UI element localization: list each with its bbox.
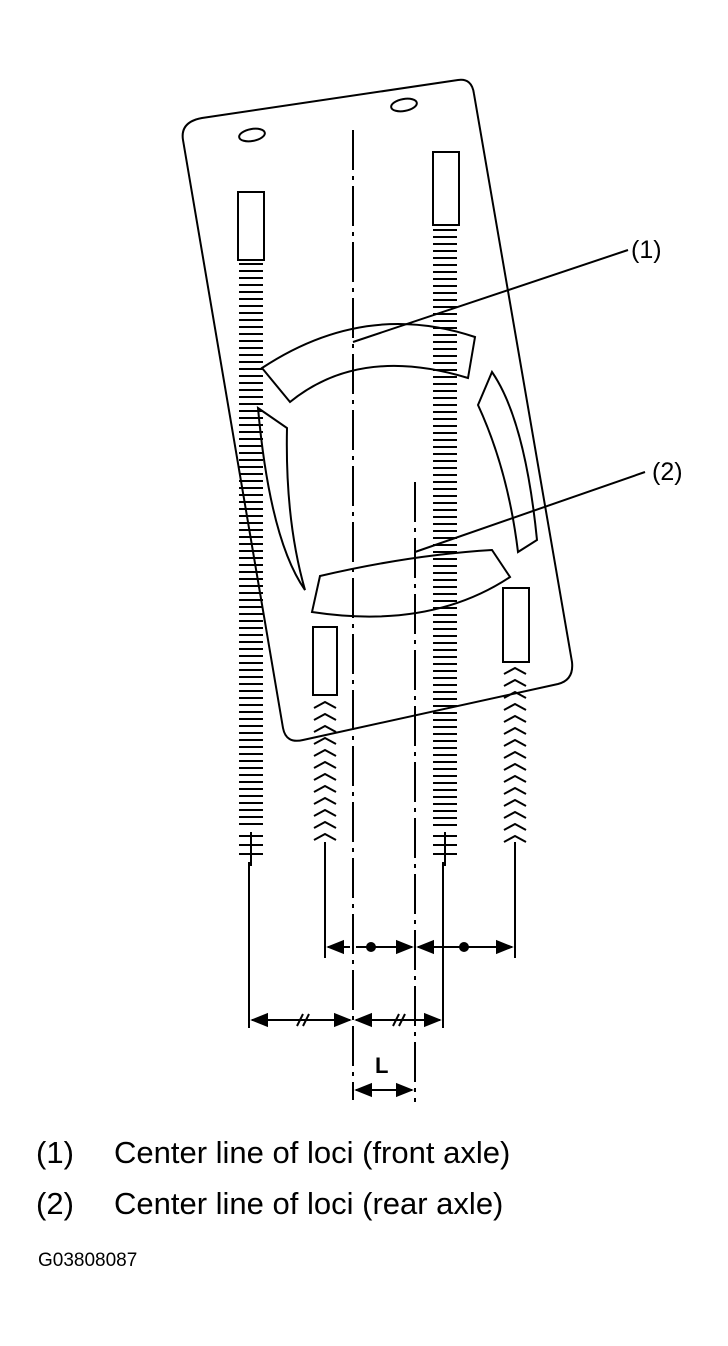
arc-cutout-left <box>256 405 306 591</box>
rear-left-tire-mark <box>312 626 338 696</box>
leader-line-rear <box>414 471 646 553</box>
equal-mark-slash <box>392 1013 406 1027</box>
front-right-tire-mark <box>432 151 460 226</box>
leader-line-front <box>352 249 629 343</box>
offset-dimension-label: L <box>375 1053 388 1078</box>
legend-item-rear: (2) Center line of loci (rear axle) <box>36 1186 503 1222</box>
equal-mark-dot <box>459 942 469 952</box>
arc-cutout-right <box>476 369 539 554</box>
tilted-plate <box>181 78 574 742</box>
figure-code: G03808087 <box>38 1250 138 1271</box>
plate-hole <box>390 97 418 113</box>
arc-cutout-bottom <box>310 548 512 618</box>
equal-mark-dot <box>366 942 376 952</box>
legend-text: Center line of loci (rear axle) <box>114 1186 504 1221</box>
callout-rear: (2) <box>652 458 683 486</box>
front-left-tire-mark <box>237 191 265 261</box>
callout-front: (1) <box>631 236 662 264</box>
legend-number: (1) <box>36 1135 74 1170</box>
legend-text: Center line of loci (front axle) <box>114 1135 511 1170</box>
rear-right-tire-mark <box>502 587 530 663</box>
equal-mark-slash <box>296 1013 310 1027</box>
plate-hole <box>238 127 266 143</box>
arc-cutout-top <box>260 323 477 404</box>
legend-item-front: (1) Center line of loci (front axle) <box>36 1135 510 1171</box>
tire-tracks <box>239 229 527 872</box>
legend-number: (2) <box>36 1186 74 1221</box>
alignment-plate-diagram: L <box>181 78 646 1102</box>
